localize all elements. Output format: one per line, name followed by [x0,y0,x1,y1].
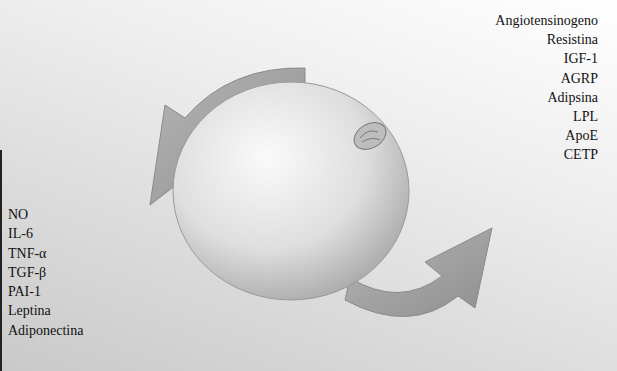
secreted-factor-label: Resistina [547,31,598,48]
nucleus-detail [360,131,380,142]
secreted-factor-label: CETP [564,146,598,163]
secreted-factor-label: PAI-1 [8,283,41,300]
secreted-factor-label: TGF-β [8,264,46,281]
secreted-factor-label: Adiponectina [8,322,83,339]
secreted-factor-label: Leptina [8,302,51,319]
secreted-factor-label: TNF-α [8,245,46,262]
secreted-factor-label: IL-6 [8,225,33,242]
frame-edge [0,150,2,371]
secreted-factor-label: Angiotensinogeno [495,12,598,29]
secreted-factor-label: AGRP [561,70,598,87]
secreted-factor-label: Adipsina [547,89,598,106]
secreted-factor-label: IGF-1 [564,50,598,67]
secreted-factor-label: LPL [573,108,598,125]
secreted-factor-label: NO [8,206,28,223]
cell-nucleus [349,117,390,155]
secreted-factor-label: ApoE [565,127,598,144]
adipocyte-cell [173,82,409,300]
